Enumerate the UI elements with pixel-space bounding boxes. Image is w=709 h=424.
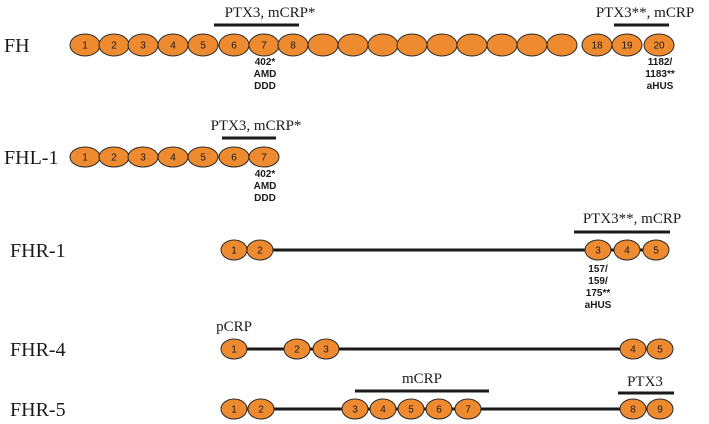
variant-note-fhr-1-1-1: 157/ bbox=[588, 264, 608, 275]
domain-fhr-5-7 bbox=[454, 398, 482, 420]
domain-number-fh-8: 8 bbox=[290, 41, 296, 52]
binding-label-fhr-5-1: mCRP bbox=[402, 371, 442, 387]
variant-note-fhr-1-1-2: 159/ bbox=[588, 276, 608, 287]
domain-fh-5 bbox=[187, 33, 219, 57]
domain-number-fh-19: 19 bbox=[621, 41, 633, 52]
row-label-fh: FH bbox=[4, 35, 30, 57]
domain-fhr-5-1 bbox=[220, 398, 248, 420]
variant-note-fh-2-1: 1182/ bbox=[648, 57, 673, 68]
domain-number-fhr-1-1: 1 bbox=[231, 246, 237, 257]
domain-number-fh-1: 1 bbox=[82, 41, 88, 52]
domain-number-fhr-5-9: 9 bbox=[657, 405, 663, 416]
domain-number-fhl-1-2: 2 bbox=[111, 153, 117, 164]
domain-fhr-1-5 bbox=[642, 239, 670, 261]
domain-fh-11 bbox=[367, 33, 399, 57]
domain-fhr-1-2 bbox=[246, 239, 274, 261]
domain-number-fhr-1-4: 4 bbox=[624, 246, 630, 257]
domain-fhr-5-3 bbox=[341, 398, 369, 420]
binding-label-fhr-4-1: pCRP bbox=[216, 319, 252, 335]
domain-fh-10 bbox=[337, 33, 369, 57]
domain-fhr-4-5 bbox=[646, 338, 674, 360]
domain-fh-19 bbox=[611, 33, 643, 57]
binding-label-fhr-1-1: PTX3**, mCRP bbox=[583, 211, 681, 227]
domain-fhr-4-1 bbox=[220, 338, 248, 360]
domain-number-fhr-5-3: 3 bbox=[352, 405, 358, 416]
domain-number-fhl-1-5: 5 bbox=[200, 153, 206, 164]
domain-fhr-4-3 bbox=[312, 338, 340, 360]
domain-number-fhr-5-6: 6 bbox=[436, 405, 442, 416]
domain-fhr-4-4 bbox=[619, 338, 647, 360]
domain-fhl-1-7 bbox=[248, 146, 280, 168]
binding-label-fh-2: PTX3**, mCRP bbox=[596, 5, 694, 21]
domain-fh-12 bbox=[396, 33, 428, 57]
domain-fhr-5-8 bbox=[619, 398, 647, 420]
domain-fhr-5-6 bbox=[425, 398, 453, 420]
domain-number-fhl-1-3: 3 bbox=[140, 153, 146, 164]
domain-number-fhr-5-8: 8 bbox=[630, 405, 636, 416]
variant-note-fh-1-1: 402* bbox=[255, 57, 276, 68]
variant-note-fhr-1-1-3: 175** bbox=[586, 288, 611, 299]
domain-number-fh-4: 4 bbox=[170, 41, 176, 52]
domain-number-fhr-1-3: 3 bbox=[595, 246, 601, 257]
row-label-fhl-1: FHL-1 bbox=[4, 147, 58, 169]
row-label-fhr-4: FHR-4 bbox=[10, 339, 66, 361]
domain-fhr-5-9 bbox=[646, 398, 674, 420]
domain-number-fhr-4-2: 2 bbox=[294, 345, 300, 356]
domain-number-fhr-5-7: 7 bbox=[465, 405, 471, 416]
variant-note-fhl-1-1-1: 402* bbox=[255, 169, 276, 180]
binding-label-fhr-5-2: PTX3 bbox=[627, 374, 663, 390]
variant-note-fh-2-3: aHUS bbox=[647, 81, 674, 92]
domain-number-fh-5: 5 bbox=[200, 41, 206, 52]
domain-fh-17 bbox=[546, 33, 578, 57]
domain-fh-9 bbox=[307, 33, 339, 57]
variant-note-fh-1-3: DDD bbox=[254, 81, 276, 92]
domain-number-fhr-1-2: 2 bbox=[257, 246, 263, 257]
binding-label-fhl-1-1: PTX3, mCRP* bbox=[211, 118, 302, 134]
variant-note-fh-1-2: AMD bbox=[254, 69, 277, 80]
domain-number-fhr-1-5: 5 bbox=[653, 246, 659, 257]
domain-number-fhl-1-1: 1 bbox=[82, 153, 88, 164]
domain-number-fh-6: 6 bbox=[231, 41, 237, 52]
domain-number-fh-7: 7 bbox=[261, 41, 267, 52]
domain-number-fhr-4-1: 1 bbox=[231, 345, 237, 356]
domain-number-fhl-1-4: 4 bbox=[170, 153, 176, 164]
domain-fhr-4-2 bbox=[283, 338, 311, 360]
domain-number-fhr-5-5: 5 bbox=[408, 405, 414, 416]
domain-number-fhl-1-6: 6 bbox=[231, 153, 237, 164]
variant-note-fhl-1-1-3: DDD bbox=[254, 193, 276, 204]
domain-number-fhr-4-4: 4 bbox=[630, 345, 636, 356]
domain-number-fhr-5-4: 4 bbox=[380, 405, 386, 416]
domain-fhl-1-5 bbox=[187, 146, 219, 168]
variant-note-fh-2-2: 1183** bbox=[645, 69, 675, 80]
domain-fh-15 bbox=[486, 33, 518, 57]
domain-fhr-1-4 bbox=[613, 239, 641, 261]
row-label-fhr-1: FHR-1 bbox=[10, 240, 66, 262]
domain-number-fhr-4-3: 3 bbox=[323, 345, 329, 356]
domain-number-fh-2: 2 bbox=[111, 41, 117, 52]
domain-number-fh-20: 20 bbox=[653, 41, 665, 52]
domain-fhr-5-5 bbox=[397, 398, 425, 420]
domain-number-fhr-4-5: 5 bbox=[657, 345, 663, 356]
domain-fh-13 bbox=[426, 33, 458, 57]
domain-number-fhl-1-7: 7 bbox=[261, 153, 267, 164]
domain-fh-20 bbox=[643, 33, 675, 57]
domain-number-fhr-5-2: 2 bbox=[258, 405, 264, 416]
domain-number-fhr-5-1: 1 bbox=[231, 405, 237, 416]
domain-fhr-5-2 bbox=[247, 398, 275, 420]
domain-fh-16 bbox=[516, 33, 548, 57]
binding-label-fh-1: PTX3, mCRP* bbox=[225, 5, 316, 21]
variant-note-fhr-1-1-4: aHUS bbox=[585, 300, 612, 311]
domain-fhr-1-3 bbox=[584, 239, 612, 261]
variant-note-fhl-1-1-2: AMD bbox=[254, 181, 277, 192]
domain-number-fh-3: 3 bbox=[140, 41, 146, 52]
domain-fhr-5-4 bbox=[369, 398, 397, 420]
domain-fh-14 bbox=[456, 33, 488, 57]
domain-number-fh-18: 18 bbox=[591, 41, 603, 52]
row-label-fhr-5: FHR-5 bbox=[10, 399, 66, 421]
